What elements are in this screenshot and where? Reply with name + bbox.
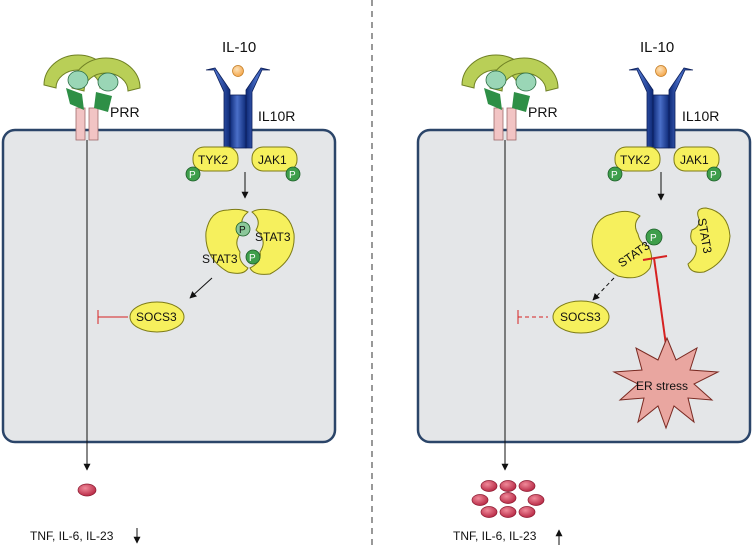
- left-panel: PRR IL-10 IL10R TYK2 JAK1 P P P P STAT3 …: [1, 39, 337, 544]
- phospho-label: P: [710, 170, 717, 181]
- stat3-monomer-phospho: [591, 210, 653, 279]
- stat3-to-socs3-arrow: [189, 277, 213, 299]
- prr-label: PRR: [528, 104, 558, 120]
- tyk2-kinase: [614, 146, 661, 172]
- right-panel: PRR IL-10 IL10R TYK2 JAK1 P P P STAT3 S: [416, 39, 752, 545]
- er-stress-inhibition-line: [653, 257, 667, 346]
- socs3-label: SOCS3: [560, 310, 601, 324]
- il10r-label: IL10R: [258, 108, 295, 124]
- tyk2-kinase: [192, 146, 239, 172]
- cell-body: [1, 128, 337, 444]
- il10-label: IL-10: [640, 39, 674, 56]
- output-cytokines-label: TNF, IL-6, IL-23: [30, 529, 114, 543]
- stat3-label: STAT3: [255, 230, 291, 244]
- jak1-kinase: [251, 146, 298, 172]
- prr-label: PRR: [110, 104, 140, 120]
- stat3-to-socs3-arrow: [592, 277, 615, 301]
- jak1-label: JAK1: [258, 153, 287, 167]
- phospho-tyk2: [607, 166, 623, 182]
- phospho-label: P: [189, 170, 196, 181]
- jak1-kinase: [673, 146, 720, 172]
- er-stress-label: ER stress: [636, 379, 688, 393]
- phospho-label: P: [289, 170, 296, 181]
- il10r-receptor: [205, 67, 271, 149]
- phospho-label: P: [650, 233, 657, 244]
- cytokine-droplet: [77, 483, 97, 497]
- phospho-label: P: [611, 170, 618, 181]
- jak1-label: JAK1: [680, 153, 709, 167]
- phospho-tyk2: [185, 166, 201, 182]
- phospho-jak1: [706, 166, 722, 182]
- il10-ligand: [655, 65, 667, 77]
- stat3-label: STAT3: [695, 217, 715, 255]
- phospho-jak1: [285, 166, 301, 182]
- stat3-label: STAT3: [202, 252, 238, 266]
- il10r-label: IL10R: [682, 108, 719, 124]
- prr-receptor: [461, 54, 559, 141]
- output-cytokines-label: TNF, IL-6, IL-23: [453, 529, 537, 543]
- phospho-label: P: [249, 253, 256, 264]
- il10-ligand: [232, 65, 244, 77]
- phospho-label: P: [239, 225, 246, 236]
- phospho-stat3: [645, 228, 663, 246]
- tyk2-label: TYK2: [620, 153, 650, 167]
- socs3-label: SOCS3: [136, 310, 177, 324]
- stat3-dimer: [205, 208, 295, 275]
- er-stress-inhibition-bar: [642, 255, 668, 261]
- socs3-protein: [129, 301, 185, 333]
- prr-receptor: [43, 54, 141, 141]
- tyk2-label: TYK2: [198, 153, 228, 167]
- il10-label: IL-10: [222, 39, 256, 56]
- cytokine-cluster: [471, 480, 545, 518]
- er-stress-burst: [612, 336, 720, 430]
- socs3-protein: [552, 300, 610, 334]
- stat3-monomer: [687, 207, 731, 273]
